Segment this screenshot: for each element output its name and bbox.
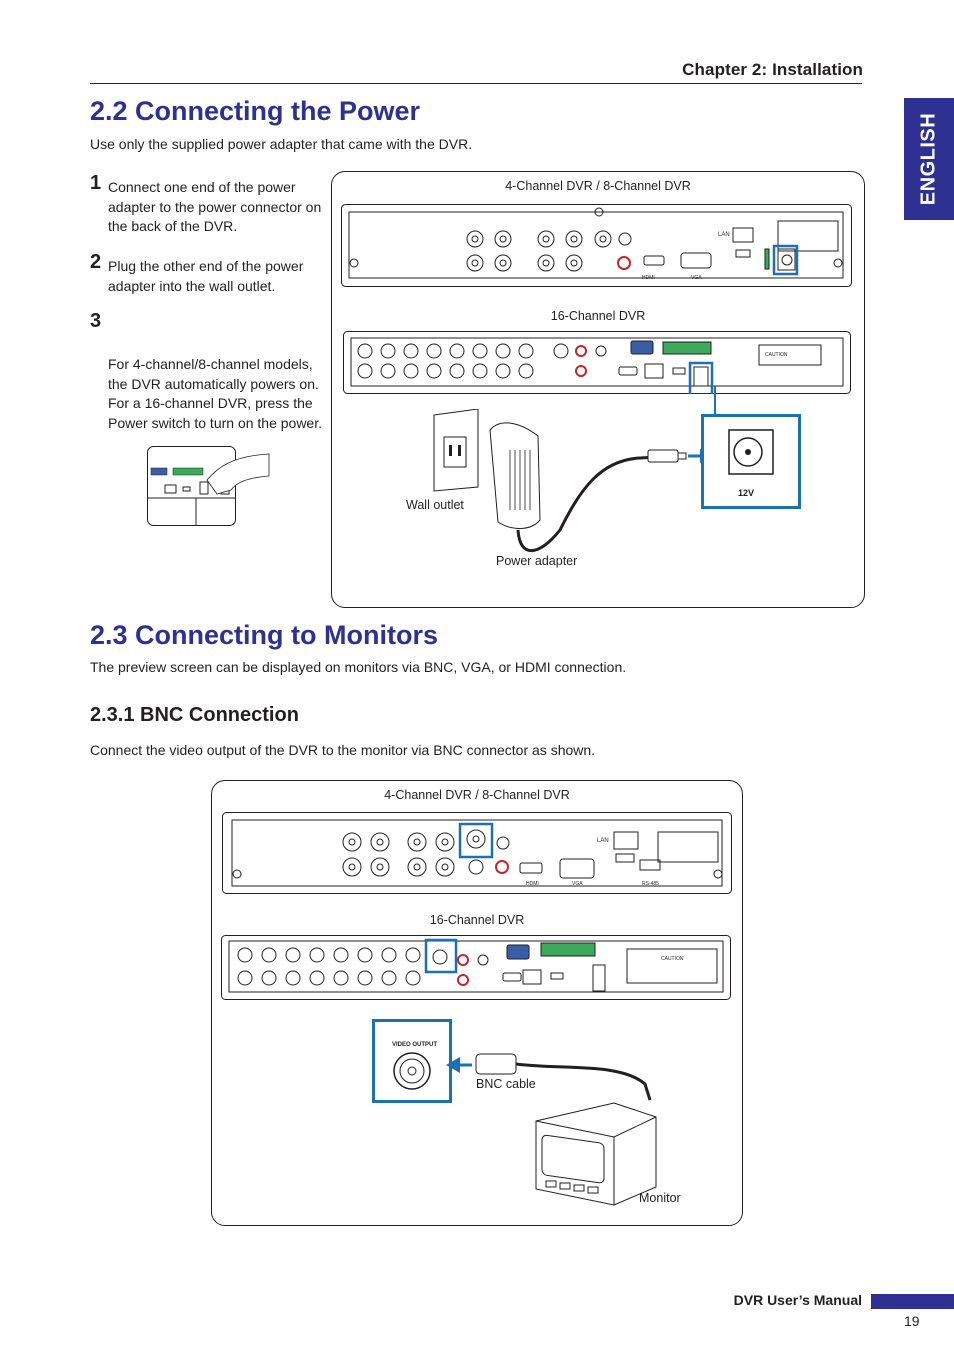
hdmi-label: HDMI bbox=[642, 275, 655, 281]
bnc-caution-label: CAUTION bbox=[661, 956, 684, 962]
footer-title: DVR User’s Manual bbox=[733, 1292, 862, 1308]
bnc-dvr-16-rear-panel: CAUTION bbox=[221, 935, 731, 1000]
vga-label: VGA bbox=[691, 275, 702, 281]
monitor-illustration bbox=[535, 1102, 657, 1206]
wall-outlet-illustration bbox=[433, 409, 479, 492]
section-title-monitors: 2.3 Connecting to Monitors bbox=[90, 620, 438, 650]
lan-label: LAN bbox=[718, 232, 730, 238]
power-pointer-lines bbox=[714, 386, 716, 414]
power-jack-zoom: 12V bbox=[701, 414, 801, 509]
bnc-caption-4-8-channel: 4-Channel DVR / 8-Channel DVR bbox=[384, 788, 570, 802]
step-1: 1 Connect one end of the power adapter t… bbox=[90, 173, 325, 237]
dvr-4-8-rear-panel: LAN HDMI VGA bbox=[341, 204, 852, 287]
step-text: For 4-channel/8-channel models, the DVR … bbox=[108, 356, 322, 431]
monitor-label: Monitor bbox=[639, 1191, 681, 1205]
bnc-cable-label: BNC cable bbox=[476, 1077, 536, 1091]
video-output-zoom: VIDEO OUTPUT bbox=[372, 1019, 452, 1103]
step-number: 2 bbox=[90, 251, 102, 273]
chapter-title: Chapter 2: Installation bbox=[682, 60, 863, 79]
step-text: Connect one end of the power adapter to … bbox=[108, 179, 322, 235]
rs485-label: RS-485 bbox=[642, 881, 659, 887]
power-adapter-illustration bbox=[489, 422, 714, 553]
page-number: 19 bbox=[904, 1313, 920, 1329]
step-text: Plug the other end of the power adapter … bbox=[108, 258, 304, 294]
caption-16-channel: 16-Channel DVR bbox=[550, 309, 646, 323]
bnc-caption-16-channel: 16-Channel DVR bbox=[429, 913, 525, 927]
dvr-16-rear-panel: CAUTION bbox=[343, 331, 851, 394]
bnc-hdmi-label: HDMI bbox=[526, 881, 539, 887]
language-tab: ENGLISH bbox=[904, 98, 954, 220]
monitors-intro: The preview screen can be displayed on m… bbox=[90, 659, 627, 675]
bnc-cable-illustration bbox=[446, 1053, 652, 1101]
power-adapter-label: Power adapter bbox=[496, 554, 578, 568]
header-rule bbox=[90, 83, 862, 84]
footer-bar bbox=[871, 1294, 954, 1309]
step-number: 1 bbox=[90, 172, 102, 194]
power-intro: Use only the supplied power adapter that… bbox=[90, 136, 473, 152]
language-tab-label: ENGLISH bbox=[917, 112, 940, 206]
step-number: 3 bbox=[90, 310, 102, 332]
bnc-intro: Connect the video output of the DVR to t… bbox=[90, 742, 596, 758]
section-title-power: 2.2 Connecting the Power bbox=[90, 96, 421, 126]
section-title-bnc: 2.3.1 BNC Connection bbox=[90, 704, 299, 726]
step-2: 2 Plug the other end of the power adapte… bbox=[90, 252, 325, 296]
step-3: 3 For 4-channel/8-channel models, the DV… bbox=[90, 311, 325, 453]
bnc-vga-label: VGA bbox=[572, 881, 583, 887]
voltage-label: 12V bbox=[738, 488, 754, 498]
bnc-dvr-4-8-rear-panel: LAN HDMI VGA RS-485 bbox=[222, 812, 732, 894]
video-output-label: VIDEO OUTPUT bbox=[392, 1042, 437, 1048]
caption-4-8-channel: 4-Channel DVR / 8-Channel DVR bbox=[505, 179, 691, 193]
power-switch-illustration bbox=[147, 446, 270, 526]
wall-outlet-label: Wall outlet bbox=[406, 498, 464, 512]
caution-label: CAUTION bbox=[765, 352, 788, 358]
bnc-lan-label: LAN bbox=[597, 838, 609, 844]
